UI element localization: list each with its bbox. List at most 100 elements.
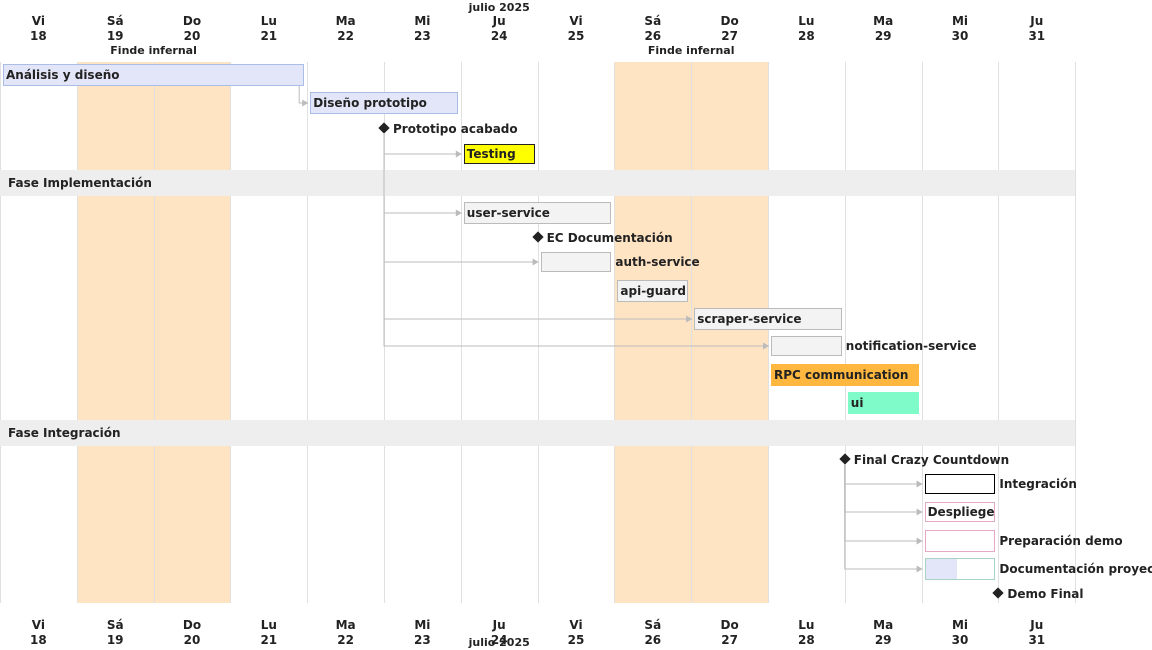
footer-day-name: Ju (492, 618, 506, 632)
task-label: api-guard (620, 284, 686, 298)
header-day-number: 25 (567, 29, 585, 43)
header-day-name: Sá (106, 14, 124, 28)
header-day-name: Sá (644, 14, 662, 28)
header-day-name: Vi (31, 14, 45, 28)
grid-line (1075, 62, 1077, 603)
header-day-number: 19 (106, 29, 124, 43)
footer-day-number: 19 (106, 633, 124, 647)
task-bar[interactable] (310, 92, 458, 114)
header-day-number: 26 (644, 29, 662, 43)
task-progress (925, 559, 957, 579)
milestone-label: EC Documentación (546, 231, 673, 245)
header-day-number: 23 (414, 29, 431, 43)
phase-label: Fase Integración (8, 426, 121, 440)
footer-day-number: 26 (644, 633, 662, 647)
phase-separator (0, 170, 1076, 196)
footer-day-name: Mi (414, 618, 431, 632)
header-day-name: Vi (569, 14, 583, 28)
footer-day-name: Ju (1030, 618, 1044, 632)
footer-day-name: Ma (873, 618, 894, 632)
milestone-marker[interactable] (378, 122, 390, 134)
milestone-label: Demo Final (1007, 587, 1084, 601)
footer-day-name: Ma (335, 618, 356, 632)
task-bar[interactable] (771, 364, 919, 386)
header-day-name: Mi (951, 14, 969, 28)
milestone-marker[interactable] (839, 453, 851, 465)
grid-line (76, 62, 78, 603)
grid-line (921, 62, 923, 603)
grid-line (768, 62, 769, 603)
task-bar[interactable] (924, 502, 996, 522)
footer-day-number: 30 (951, 633, 969, 647)
task-bar[interactable] (924, 558, 996, 580)
dependency-line (383, 133, 462, 155)
milestone-marker[interactable] (531, 231, 544, 243)
header-day-name: Ma (335, 14, 356, 28)
header-day-number: 30 (951, 29, 969, 43)
footer-day-name: Sá (106, 618, 124, 632)
grid-line (0, 62, 1, 603)
dependency-line (844, 464, 923, 542)
milestone-marker[interactable] (992, 587, 1005, 599)
dependency-line (844, 464, 923, 513)
grid-line (460, 62, 462, 603)
footer-day-number: 31 (1028, 633, 1046, 647)
footer-day-number: 27 (721, 633, 738, 647)
header-day-name: Ju (492, 14, 506, 28)
footer-day-name: Mi (951, 618, 969, 632)
task-label: Testing (466, 147, 516, 161)
task-label: scraper-service (697, 312, 802, 326)
task-label: Diseño prototipo (313, 96, 427, 110)
grid-line (384, 62, 385, 603)
header-day-name: Do (182, 14, 202, 28)
grid-line (537, 62, 539, 603)
task-label: Preparación demo (999, 534, 1123, 548)
dependency-line (844, 464, 923, 570)
header-day-number: 31 (1028, 29, 1046, 43)
task-bar[interactable] (847, 392, 919, 414)
grid-line (307, 62, 309, 603)
grid-line (844, 62, 846, 603)
task-label: Documentación proyecto (999, 562, 1152, 576)
header-day-name: Lu (798, 14, 815, 28)
footer-day-name: Lu (798, 618, 815, 632)
footer-day-number: 25 (567, 633, 585, 647)
header-day-number: 22 (337, 29, 354, 43)
footer-day-number: 20 (183, 633, 201, 647)
closure-label: Finde infernal (110, 44, 197, 57)
header-day-name: Ma (873, 14, 894, 28)
task-label: Despliege (927, 505, 995, 519)
header-day-name: Lu (260, 14, 277, 28)
footer-day-number: 18 (30, 633, 47, 647)
footer-month: julio 2025 (468, 636, 530, 649)
grid-line (691, 62, 693, 603)
footer-day-name: Vi (31, 618, 45, 632)
header-day-name: Mi (414, 14, 431, 28)
grid-line (998, 62, 1000, 603)
footer-day-name: Vi (569, 618, 583, 632)
header-day-number: 18 (30, 29, 47, 43)
header-day-name: Do (720, 14, 739, 28)
task-label: ui (850, 396, 864, 410)
task-label: notification-service (845, 339, 977, 353)
task-bar[interactable] (771, 336, 842, 356)
footer-day-name: Do (182, 618, 202, 632)
header-day-number: 21 (260, 29, 278, 43)
grid-line (153, 62, 155, 603)
footer-day-number: 29 (874, 633, 892, 647)
task-bar[interactable] (3, 64, 305, 86)
task-bar[interactable] (924, 474, 996, 494)
grid-line (230, 62, 232, 603)
phase-label: Fase Implementación (8, 176, 152, 190)
header-month: julio 2025 (468, 1, 530, 14)
task-bar[interactable] (924, 530, 996, 552)
task-label: auth-service (615, 255, 700, 269)
header-day-number: 24 (490, 29, 508, 43)
task-bar[interactable] (540, 252, 612, 272)
footer-day-number: 21 (260, 633, 278, 647)
footer-day-number: 24 (490, 633, 508, 647)
grid-line (614, 62, 616, 603)
task-label: Análisis y diseño (6, 68, 120, 82)
footer-day-name: Lu (260, 618, 277, 632)
